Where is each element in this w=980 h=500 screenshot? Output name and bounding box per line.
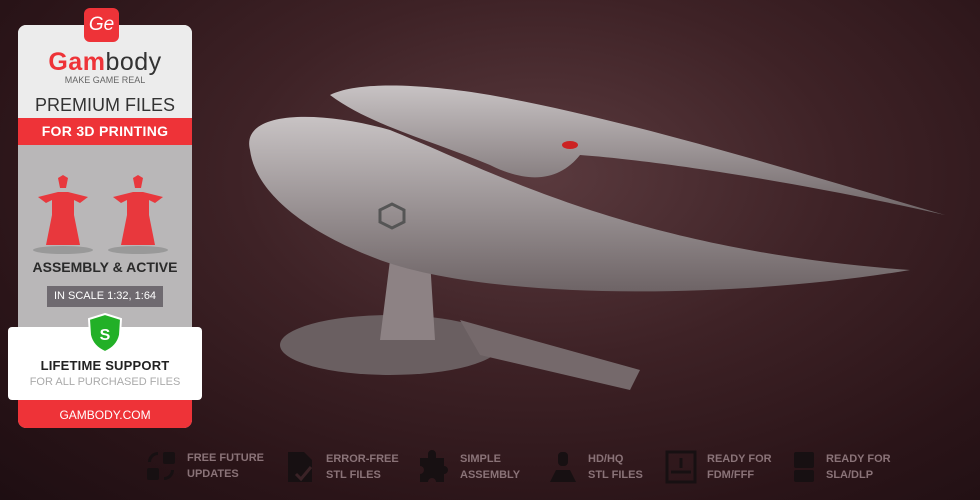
brand-red: Gam xyxy=(48,48,106,76)
sla-printer-icon xyxy=(794,452,814,482)
shield-icon: S xyxy=(88,313,122,353)
figure-icon xyxy=(550,452,576,482)
feature-simple-assembly: SIMPLE ASSEMBLY xyxy=(418,450,520,484)
assembly-active-label: ASSEMBLY & ACTIVE xyxy=(32,259,178,275)
for-3d-printing-banner: FOR 3D PRINTING xyxy=(18,118,192,145)
puzzle-icon xyxy=(420,450,448,482)
feature-line: SIMPLE xyxy=(460,453,501,465)
feature-line: FDM/FFF xyxy=(707,469,755,481)
feature-error-free: ERROR-FREE STL FILES xyxy=(286,450,399,484)
support-subtitle: FOR ALL PURCHASED FILES xyxy=(29,376,181,388)
feature-line: READY FOR xyxy=(826,453,891,465)
feature-line: ASSEMBLY xyxy=(460,469,521,481)
gambody-logo-badge: Ge xyxy=(84,8,119,42)
feature-fdm: READY FOR FDM/FFF xyxy=(665,450,772,484)
feature-line: FREE FUTURE xyxy=(187,452,264,464)
premium-files-heading: PREMIUM FILES xyxy=(34,95,176,115)
feature-line: ERROR-FREE xyxy=(326,453,399,465)
gambody-site-link[interactable]: GAMBODY.COM xyxy=(18,400,192,428)
refresh-icon xyxy=(147,452,175,480)
feature-line: READY FOR xyxy=(707,453,772,465)
feature-hd-stl: HD/HQ STL FILES xyxy=(548,450,643,484)
feature-line: STL FILES xyxy=(588,469,643,481)
support-title: LIFETIME SUPPORT xyxy=(40,358,170,373)
scale-badge: IN SCALE 1:32, 1:64 xyxy=(47,286,163,307)
feature-line: HD/HQ xyxy=(588,453,624,465)
feature-line: STL FILES xyxy=(326,469,381,481)
spaceship-model-image xyxy=(249,85,945,390)
feature-line: SLA/DLP xyxy=(826,469,874,481)
file-check-icon xyxy=(288,452,313,482)
shield-letter: S xyxy=(100,327,111,344)
feature-sla: READY FOR SLA/DLP xyxy=(792,450,891,484)
fdm-printer-icon xyxy=(665,450,697,484)
brand-dark: body xyxy=(105,48,162,76)
tagline: MAKE GAME REAL xyxy=(64,75,146,85)
feature-line: UPDATES xyxy=(187,468,239,480)
feature-free-updates: FREE FUTURE UPDATES xyxy=(145,450,264,482)
brand-logo: Gambody xyxy=(18,49,192,75)
assembly-figures-icon xyxy=(33,175,168,254)
